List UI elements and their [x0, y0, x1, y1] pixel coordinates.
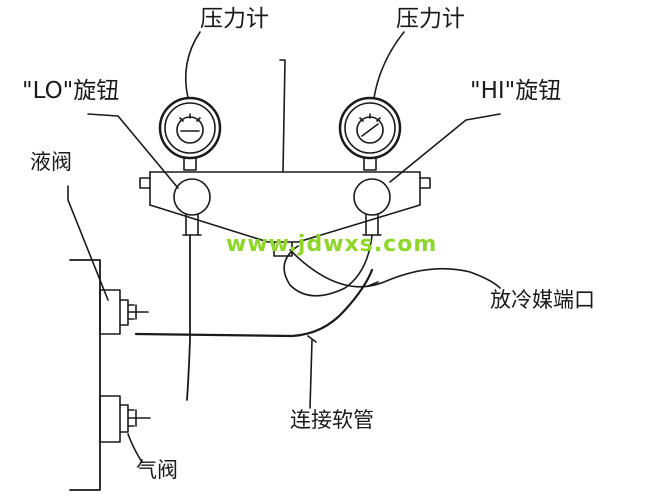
connecting-hose-label: 连接软管	[290, 408, 374, 432]
gas-valve-label: 气阀	[136, 458, 178, 482]
gauge-left-label: 压力计	[200, 6, 269, 32]
liquid-valve-label: 液阀	[30, 150, 72, 174]
hi-knob	[353, 178, 391, 236]
lo-knob-label: "LO"旋钮	[22, 78, 120, 104]
left-pressure-gauge	[158, 96, 222, 171]
watermark-text: www.jdwxs.com	[226, 232, 438, 257]
refrigerant-outlet-label: 放冷媒端口	[490, 288, 595, 312]
liquid-valve	[99, 289, 149, 335]
gas-valve	[99, 395, 151, 443]
hi-knob-label: "HI"旋钮	[470, 78, 562, 104]
lo-knob	[173, 178, 211, 236]
gauge-right-label: 压力计	[396, 6, 465, 32]
manifold-body	[139, 171, 431, 257]
right-pressure-gauge	[338, 96, 402, 171]
service-port-wall	[69, 259, 101, 491]
